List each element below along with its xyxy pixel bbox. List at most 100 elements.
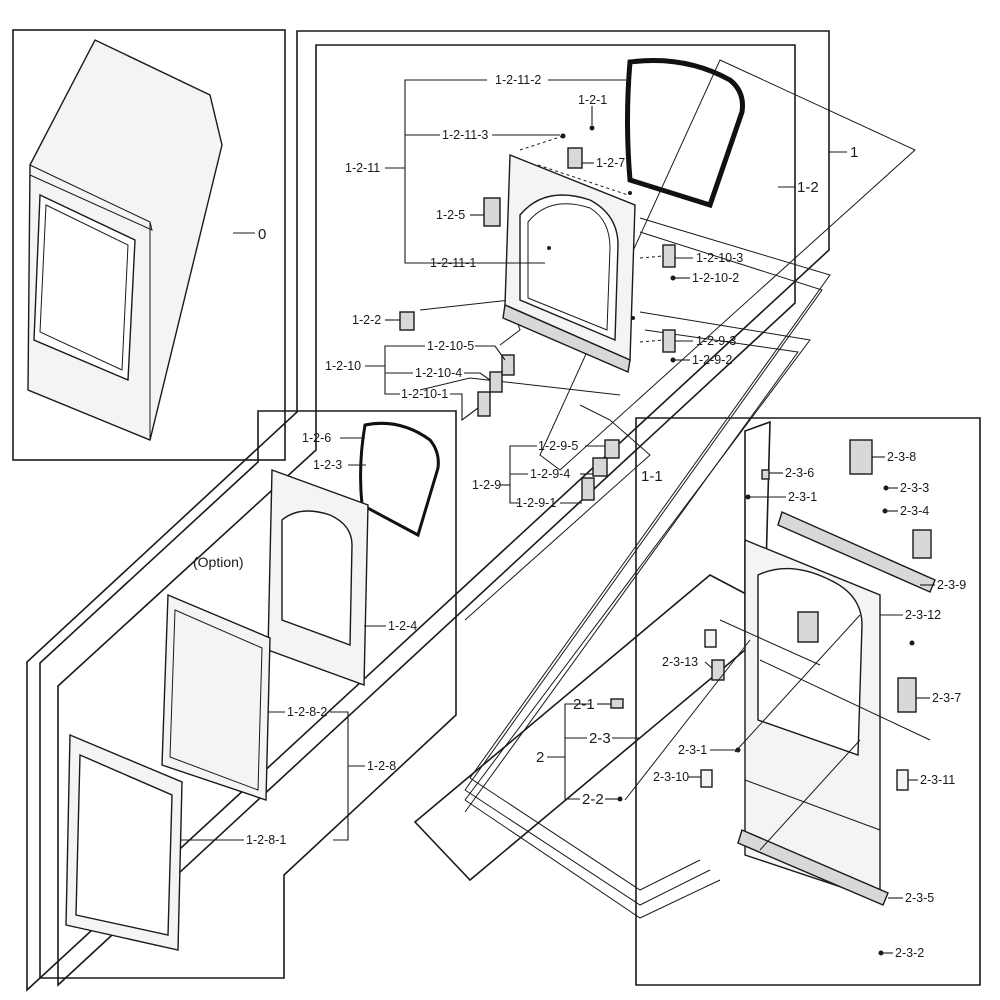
label-2: 2	[536, 749, 544, 766]
label-2-3-13: 2-3-13	[662, 655, 698, 669]
screw-2-3-12	[909, 640, 915, 646]
link-line-2	[719, 619, 821, 666]
part-2-3-6	[761, 469, 770, 480]
label-option: (Option)	[193, 554, 244, 570]
frame-assembly-1-2	[57, 44, 796, 987]
label-1-2-10-3: 1-2-10-3	[696, 251, 743, 265]
rail-2-3-5	[737, 829, 889, 906]
screw-misc-1	[628, 191, 632, 195]
label-0: 0	[258, 226, 266, 243]
seal-2-3-13-a	[704, 629, 717, 648]
door-panel-window-1-2-4	[281, 510, 353, 646]
door-panel-1-2-8-2-inner	[169, 609, 263, 791]
door-outer-lower-2-3	[744, 779, 881, 831]
part-1-2-5	[483, 197, 501, 227]
leader-1-2-10-5	[475, 345, 506, 361]
screw-1-2-9-2	[670, 357, 676, 363]
label-1-2-11: 1-2-11	[345, 161, 380, 175]
screw-1-2-11-3	[560, 133, 566, 139]
screw-misc-2	[631, 316, 635, 320]
part-1-2-10-3	[662, 244, 676, 268]
label-1-2-9-1: 1-2-9-1	[516, 496, 556, 510]
part-1-2-2	[399, 311, 415, 331]
frame-part-0	[12, 29, 286, 461]
label-1-2-5: 1-2-5	[436, 208, 465, 222]
label-1-2: 1-2	[797, 179, 819, 196]
door-glass-inner	[39, 204, 129, 371]
label-1: 1	[850, 144, 858, 161]
bracket-1-2-10	[384, 345, 425, 395]
part-1-2-9-5	[604, 439, 620, 459]
part-2-1	[610, 698, 624, 709]
label-1-2-2: 1-2-2	[352, 313, 381, 327]
stack-line-7	[469, 777, 701, 891]
bracket-1-2-11	[404, 79, 487, 264]
door-glass-window	[33, 193, 136, 382]
frame-door-option	[39, 410, 457, 979]
label-1-2-11-3: 1-2-11-3	[442, 128, 488, 142]
stack-line-3	[464, 311, 811, 801]
gasket-1-2-6	[359, 421, 440, 538]
screw-1-2-10-2	[670, 275, 676, 281]
frame-assembly-1	[26, 30, 830, 992]
label-2-3: 2-3	[589, 730, 611, 747]
label-2-3-7: 2-3-7	[932, 691, 961, 705]
part-1-2-10-1	[477, 391, 491, 417]
label-1-2-9-4: 1-2-9-4	[530, 467, 570, 481]
door-panel-1-2-8-2	[161, 593, 271, 801]
door-inner-bottom-rail	[502, 303, 631, 373]
label-1-2-4: 1-2-4	[388, 619, 417, 633]
stack-line-4	[464, 329, 799, 813]
label-2-3-10: 2-3-10	[653, 770, 689, 784]
leader-1-2-10-1	[450, 393, 479, 422]
stack-line-1	[469, 217, 831, 779]
label-1-2-10-5: 1-2-10-5	[427, 339, 474, 353]
label-1-2-6: 1-2-6	[302, 431, 331, 445]
label-1-2-10-2: 1-2-10-2	[692, 271, 739, 285]
label-1-2-8: 1-2-8	[367, 759, 396, 773]
label-1-2-9-5: 1-2-9-5	[538, 439, 578, 453]
axis-dash-3	[639, 255, 664, 259]
leader-2-3-13	[704, 661, 713, 669]
label-2-3-4: 2-3-4	[900, 504, 929, 518]
label-1-2-11-1: 1-2-11-1	[430, 256, 476, 270]
label-2-3-1-a: 2-3-1	[788, 490, 817, 504]
label-1-2-9: 1-2-9	[472, 478, 501, 492]
stack-line-9	[464, 799, 721, 919]
gasket-1-2-11-2	[625, 58, 745, 209]
rail-2-3-9	[777, 511, 936, 593]
label-1-2-10: 1-2-10	[325, 359, 361, 373]
label-2-3-5: 2-3-5	[905, 891, 934, 905]
label-1-2-9-2: 1-2-9-2	[692, 353, 732, 367]
part-2-3-center	[797, 611, 819, 643]
stack-line-2	[464, 231, 823, 791]
door-inner-window-rim	[527, 203, 611, 331]
door-inner-window	[519, 194, 619, 342]
axis-dash-4	[639, 339, 664, 343]
label-1-2-9-3: 1-2-9-3	[696, 334, 736, 348]
label-2-1: 2-1	[573, 696, 595, 713]
door-outer-window-2-3	[757, 567, 863, 756]
link-line-4	[759, 739, 861, 851]
label-1-2-8-2: 1-2-8-2	[287, 705, 327, 719]
stack-line-6	[464, 404, 651, 621]
label-2-2: 2-2	[582, 791, 604, 808]
label-1-1: 1-1	[641, 468, 663, 485]
label-2-3-2: 2-3-2	[895, 946, 924, 960]
axis-dash-2	[537, 164, 629, 196]
frame-assembly-2	[413, 420, 771, 882]
part-1-2-9-1	[581, 477, 595, 501]
screw-1-2-1	[589, 125, 595, 131]
label-2-3-12: 2-3-12	[905, 608, 941, 622]
part-1-2-9-3	[662, 329, 676, 353]
hinge-2-3-8	[849, 439, 873, 475]
label-1-2-3: 1-2-3	[313, 458, 342, 472]
leader-1-2-10-4	[464, 372, 491, 381]
label-1-2-10-4: 1-2-10-4	[415, 366, 462, 380]
door-panel-1-2-8-1-inner	[75, 753, 173, 936]
axis-dash-1	[519, 135, 564, 151]
label-1-2-8-1: 1-2-8-1	[246, 833, 286, 847]
hinge-2-3-13	[711, 659, 725, 681]
bracket-2	[564, 703, 590, 800]
